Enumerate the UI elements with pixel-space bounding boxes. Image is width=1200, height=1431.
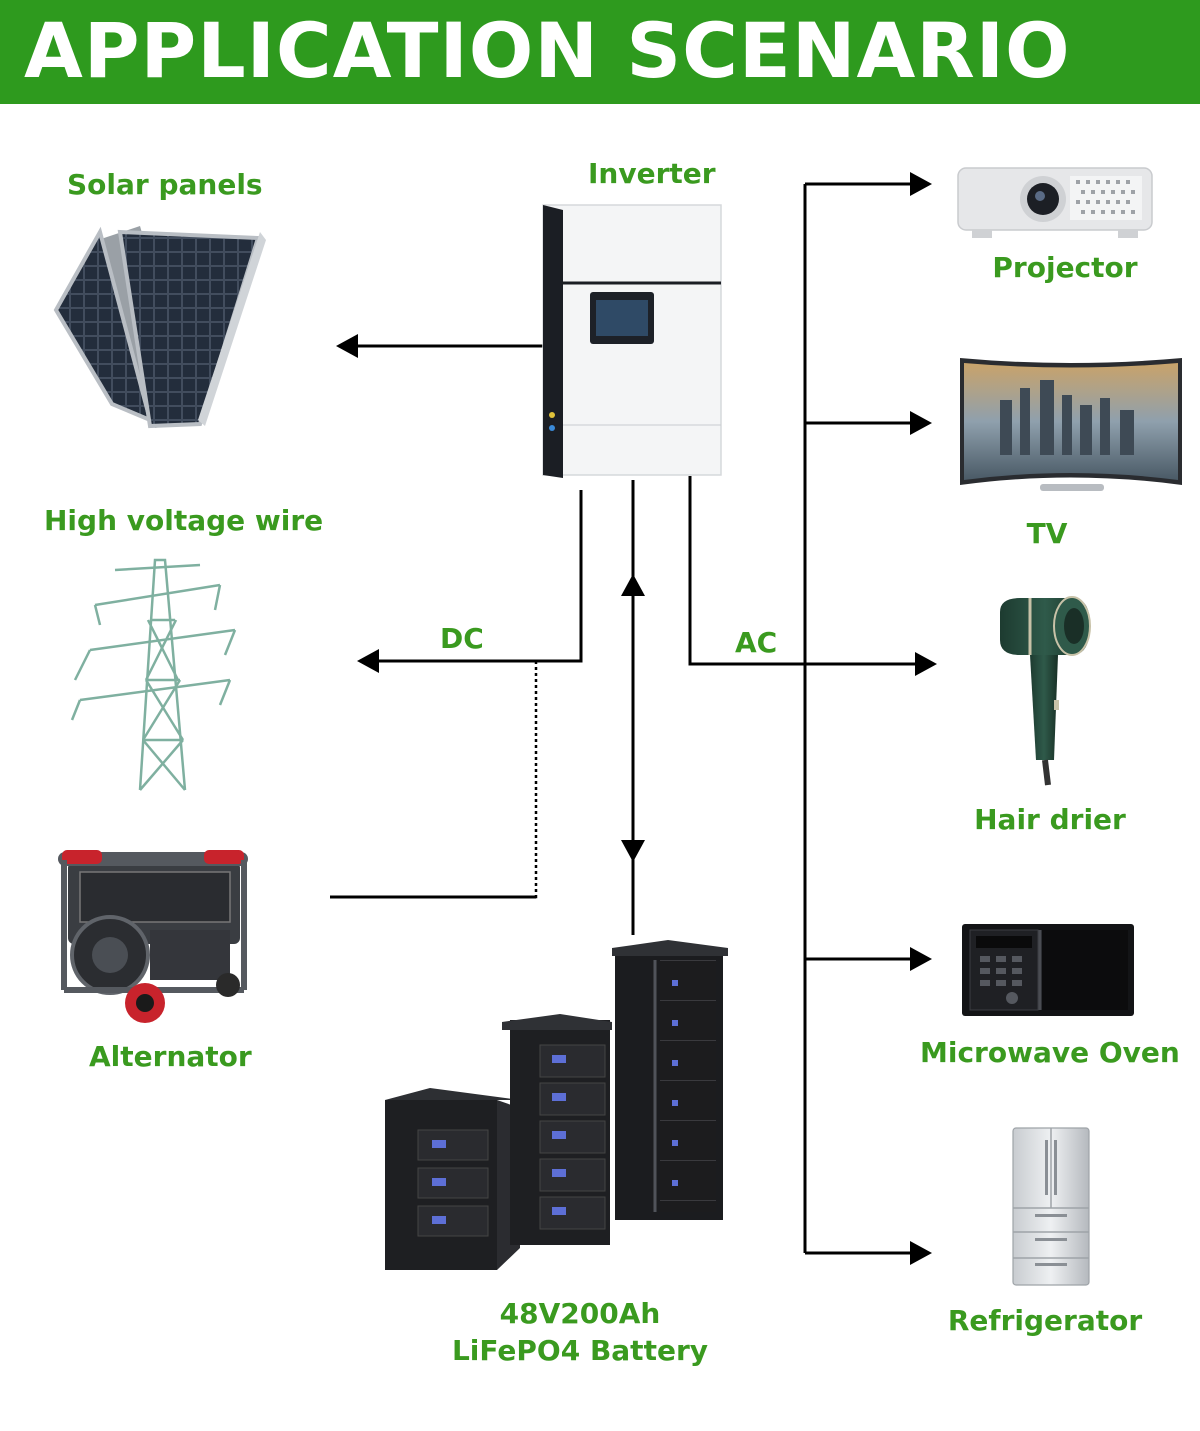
header-banner: APPLICATION SCENARIO — [0, 0, 1200, 104]
arrow-tv — [910, 411, 932, 435]
hair-drier-icon — [1000, 596, 1091, 786]
high-voltage-wire-label: High voltage wire — [44, 504, 324, 537]
battery-label-line2: LiFePO4 Battery — [451, 1334, 709, 1367]
projector-icon — [957, 167, 1153, 238]
arrow-down-battery — [621, 840, 645, 862]
refrigerator-icon — [1012, 1127, 1090, 1286]
arrow-dc — [357, 649, 379, 673]
arrow-projector — [910, 172, 932, 196]
inverter-label: Inverter — [588, 157, 716, 190]
refrigerator-label: Refrigerator — [947, 1304, 1143, 1337]
dc-label: DC — [440, 622, 484, 655]
solar-panel-icon — [53, 226, 266, 429]
battery-label-line1: 48V200Ah — [499, 1297, 661, 1330]
arrow-up-inverter — [621, 574, 645, 596]
alternator-icon — [58, 850, 248, 1023]
microwave-oven-icon — [962, 924, 1134, 1016]
arrow-to-solar — [336, 334, 358, 358]
ac-label: AC — [735, 626, 778, 659]
connection-lines — [330, 182, 916, 1255]
projector-label: Projector — [992, 251, 1138, 284]
inverter-icon — [542, 204, 722, 478]
transmission-tower-icon — [70, 558, 237, 791]
microwave-oven-label: Microwave Oven — [920, 1036, 1180, 1069]
arrow-refrigerator — [910, 1241, 932, 1265]
arrowheads — [336, 172, 937, 1265]
page-title: APPLICATION SCENARIO — [24, 6, 1071, 95]
battery-cabinet-icon — [385, 940, 728, 1270]
alternator-label: Alternator — [89, 1040, 252, 1073]
arrow-ac-hair-drier — [915, 652, 937, 676]
arrow-microwave — [910, 947, 932, 971]
hair-drier-label: Hair drier — [974, 803, 1126, 836]
tv-label: TV — [1026, 517, 1068, 550]
solar-panels-label: Solar panels — [67, 168, 263, 201]
tv-icon — [960, 358, 1182, 491]
